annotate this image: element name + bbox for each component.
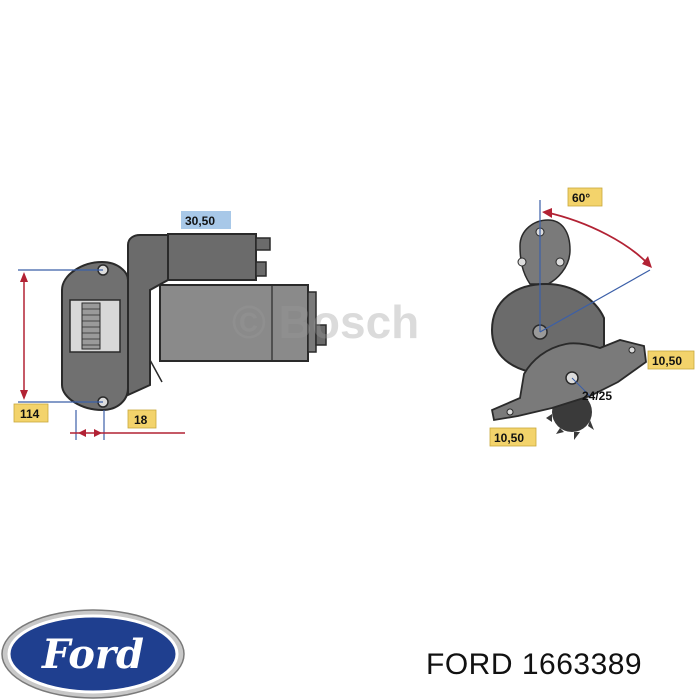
dim-label-angle: 60° — [567, 187, 603, 207]
svg-text:10,50: 10,50 — [494, 431, 524, 445]
dim-label-right-upper: 10,50 — [647, 350, 695, 370]
part-number-caption: FORD 1663389 — [426, 648, 643, 681]
ford-logo: Ford — [1, 609, 185, 699]
dim-label-flange: 18 — [127, 409, 157, 429]
dim-label-right-lower: 10,50 — [489, 427, 537, 447]
svg-text:10,50: 10,50 — [652, 354, 682, 368]
nose-housing — [127, 234, 169, 397]
dim-label-teeth: 24/25 — [582, 389, 612, 403]
solenoid-terminal-top — [255, 237, 271, 251]
upper-ear — [519, 219, 571, 285]
dim-label-solenoid: 30,50 — [181, 211, 231, 229]
pinion-gear — [81, 302, 101, 350]
ford-logo-text: Ford — [41, 631, 144, 678]
svg-text:18: 18 — [134, 413, 148, 427]
end-cap — [307, 291, 317, 353]
solenoid-terminal-bottom — [255, 261, 267, 277]
watermark-text: © Bosch — [232, 296, 419, 348]
starter-front-view — [490, 219, 647, 440]
right-dimension-lines — [539, 200, 652, 397]
left-dimension-lines — [18, 269, 185, 440]
bosch-watermark: © Bosch — [232, 296, 419, 348]
shaft-end — [315, 324, 327, 346]
starter-side-view — [61, 233, 327, 412]
svg-text:30,50: 30,50 — [185, 214, 215, 228]
svg-text:24/25: 24/25 — [582, 389, 612, 403]
svg-text:60°: 60° — [572, 191, 590, 205]
dim-label-height: 114 — [13, 403, 49, 423]
svg-text:114: 114 — [20, 407, 40, 421]
solenoid — [167, 233, 257, 281]
